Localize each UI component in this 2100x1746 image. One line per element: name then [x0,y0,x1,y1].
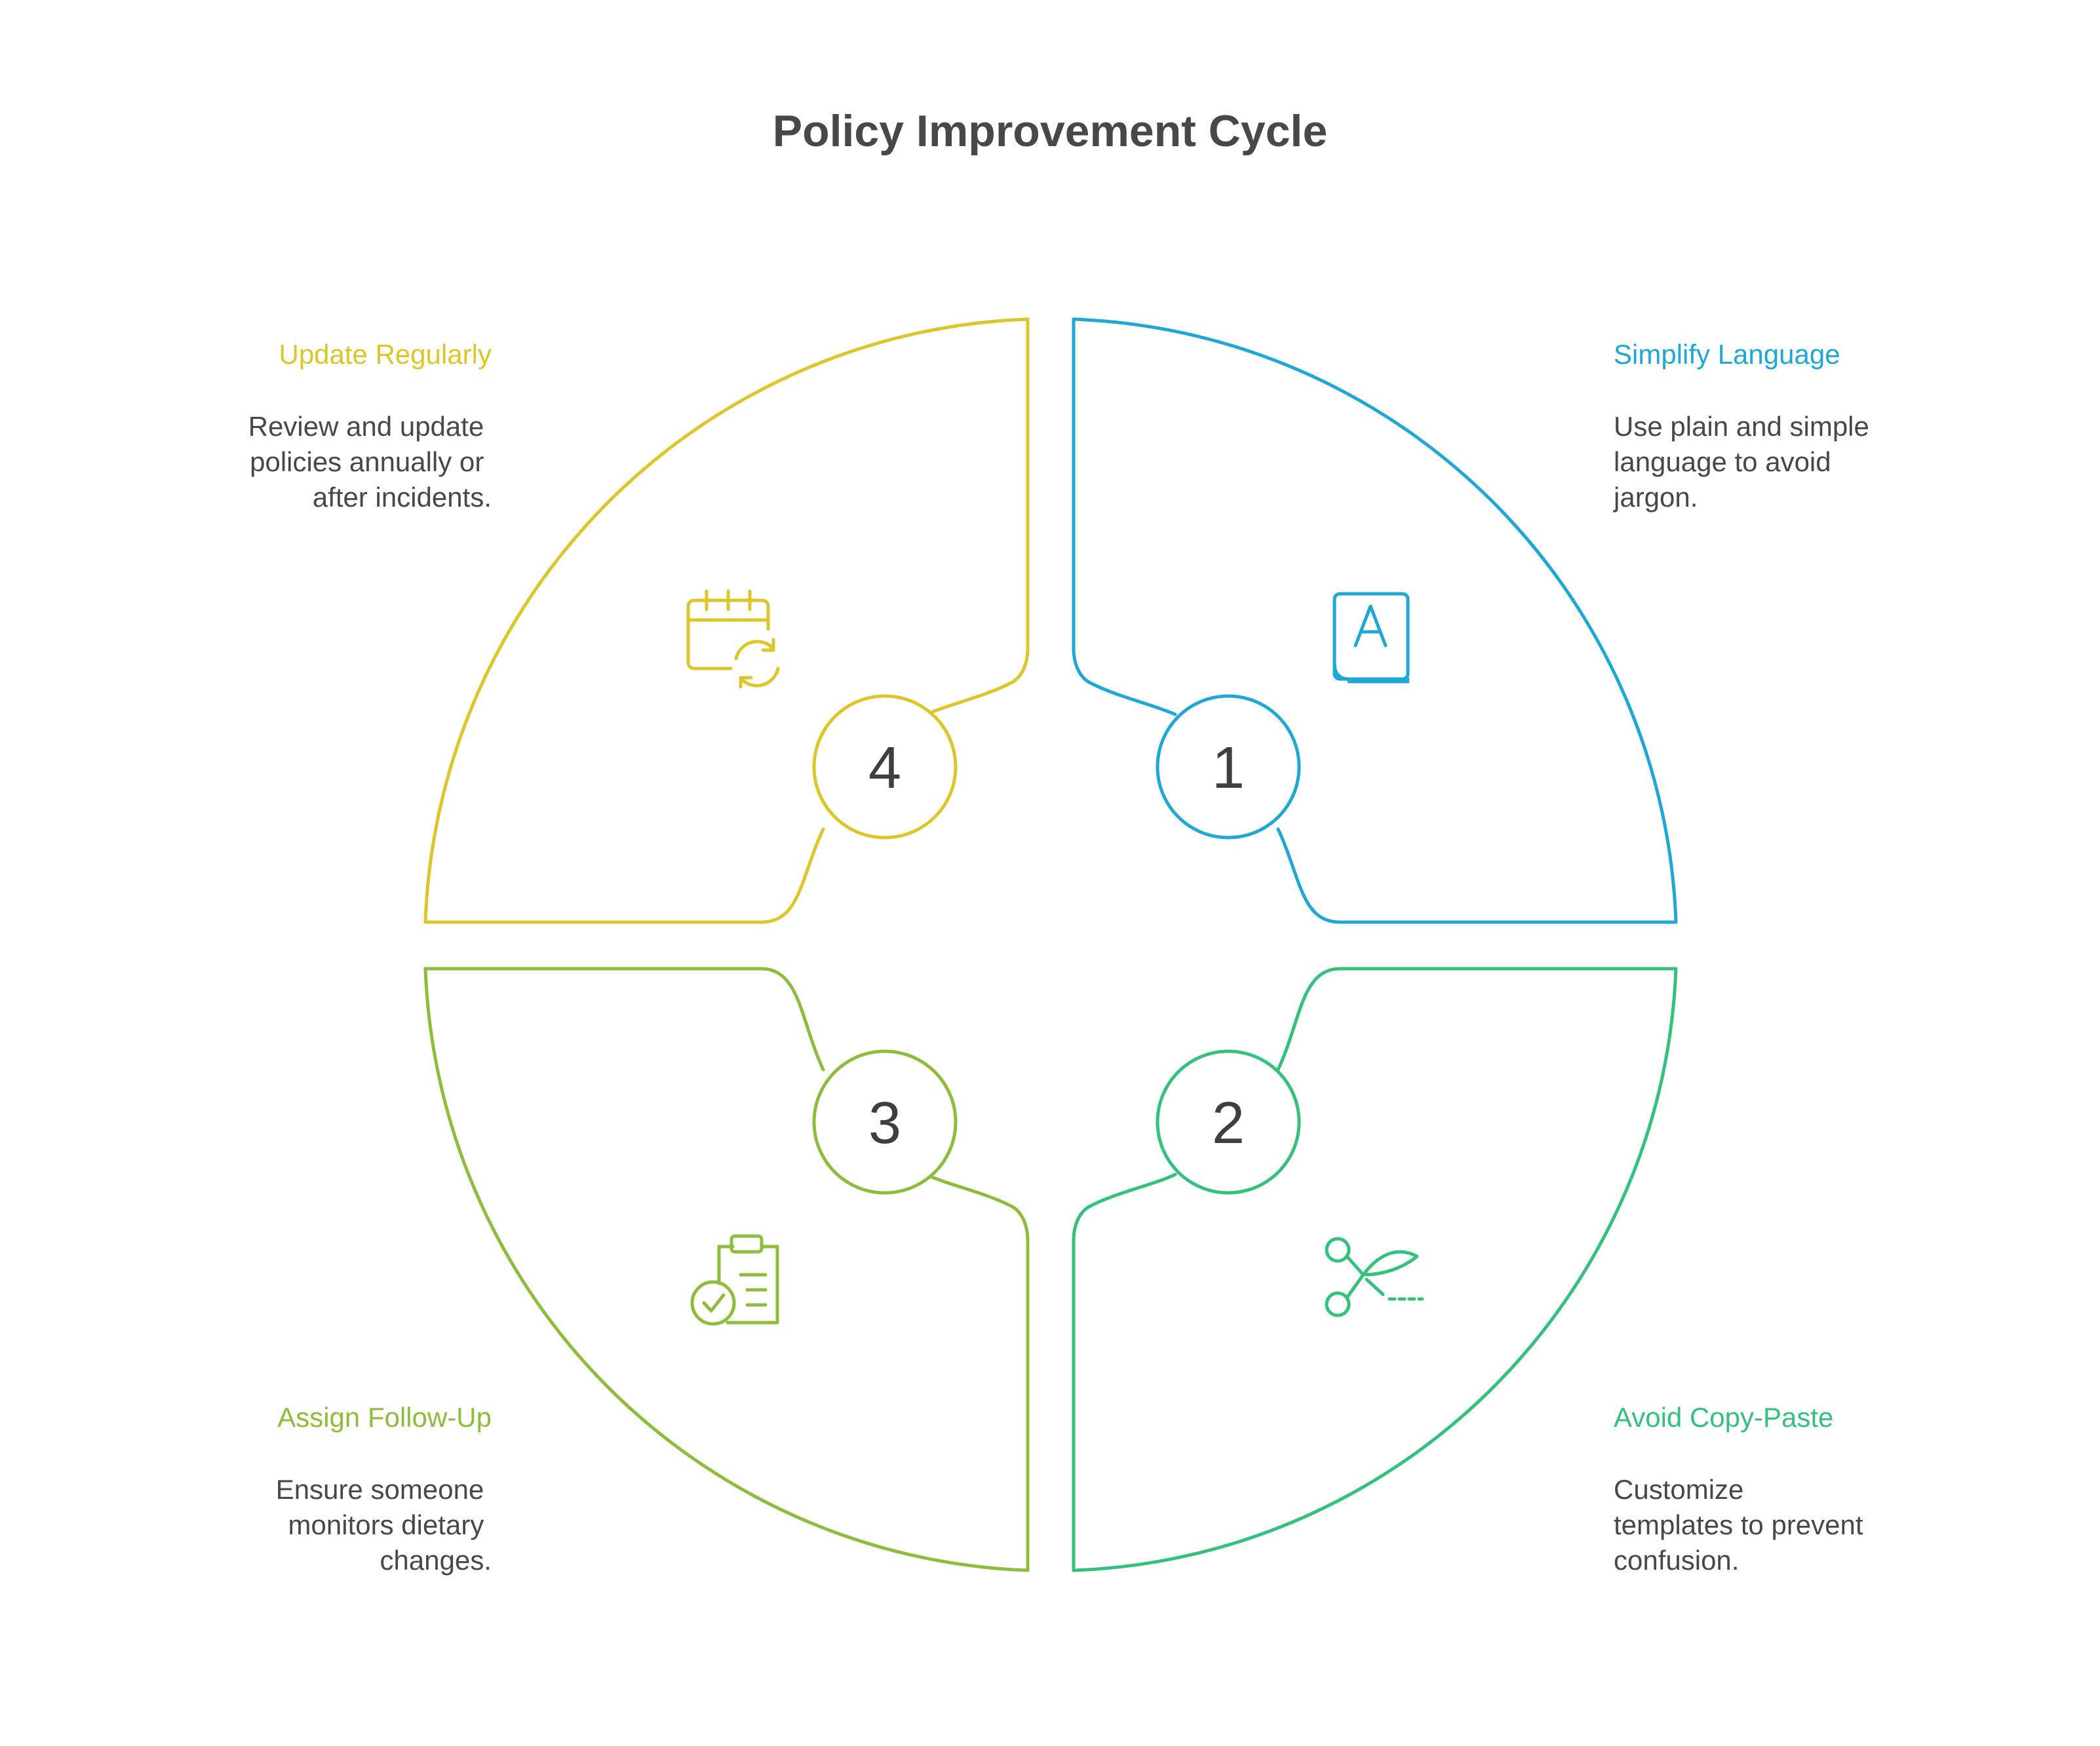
step-4-desc-line: after incidents. [313,482,492,513]
step-3-number: 3 [868,1091,901,1156]
step-1-desc-line: Use plain and simple [1614,411,1869,442]
step-1-text-block: Simplify Language Use plain and simple l… [1612,339,1877,513]
step-1-desc-line: language to avoid [1614,446,1831,477]
step-1-circle [1156,694,1301,840]
step-1-desc-line: jargon. [1612,482,1698,513]
segment-4-outline [423,317,1030,924]
step-4-desc-line: Review and update [248,411,484,442]
calendar-refresh-icon [686,589,780,689]
step-3-description: Ensure someone monitors dietary changes. [276,1474,492,1576]
step-2-desc-line: confusion. [1614,1545,1739,1576]
step-2-desc-line: templates to prevent [1614,1509,1863,1540]
step-2-desc-line: Customize [1614,1474,1743,1505]
step-4-description: Review and update policies annually or a… [248,411,492,513]
segment-1-outline [1072,317,1678,924]
step-4-title: Update Regularly [279,339,492,370]
step-3-desc-line: monitors dietary [288,1509,484,1540]
step-4-number: 4 [868,735,901,801]
step-3-text-block: Assign Follow-Up Ensure someone monitors… [276,1402,492,1576]
step-1-title: Simplify Language [1614,339,1840,370]
book-letter-a-icon [1332,592,1410,684]
step-3-circle [812,1049,958,1195]
step-3-desc-line: Ensure someone [276,1474,484,1505]
clipboard-check-icon [690,1234,779,1326]
step-4-circle [812,694,958,840]
segment-2-outline [1072,967,1678,1572]
step-3-desc-line: changes. [380,1545,492,1576]
step-4-text-block: Update Regularly Review and update polic… [248,339,492,513]
scissors-cut-icon [1325,1237,1424,1317]
step-3-title: Assign Follow-Up [277,1402,492,1433]
diagram-title: Policy Improvement Cycle [773,106,1328,156]
step-1-number: 1 [1212,735,1245,801]
step-2-text-block: Avoid Copy-Paste Customize templates to … [1614,1402,1871,1576]
step-2-description: Customize templates to prevent confusion… [1614,1474,1871,1576]
step-4-desc-line: policies annually or [250,446,484,477]
step-2-title: Avoid Copy-Paste [1614,1402,1833,1433]
segment-3-outline [423,967,1030,1572]
step-2-circle [1156,1049,1301,1195]
step-1-description: Use plain and simple language to avoid j… [1612,411,1877,513]
step-2-number: 2 [1212,1091,1245,1156]
